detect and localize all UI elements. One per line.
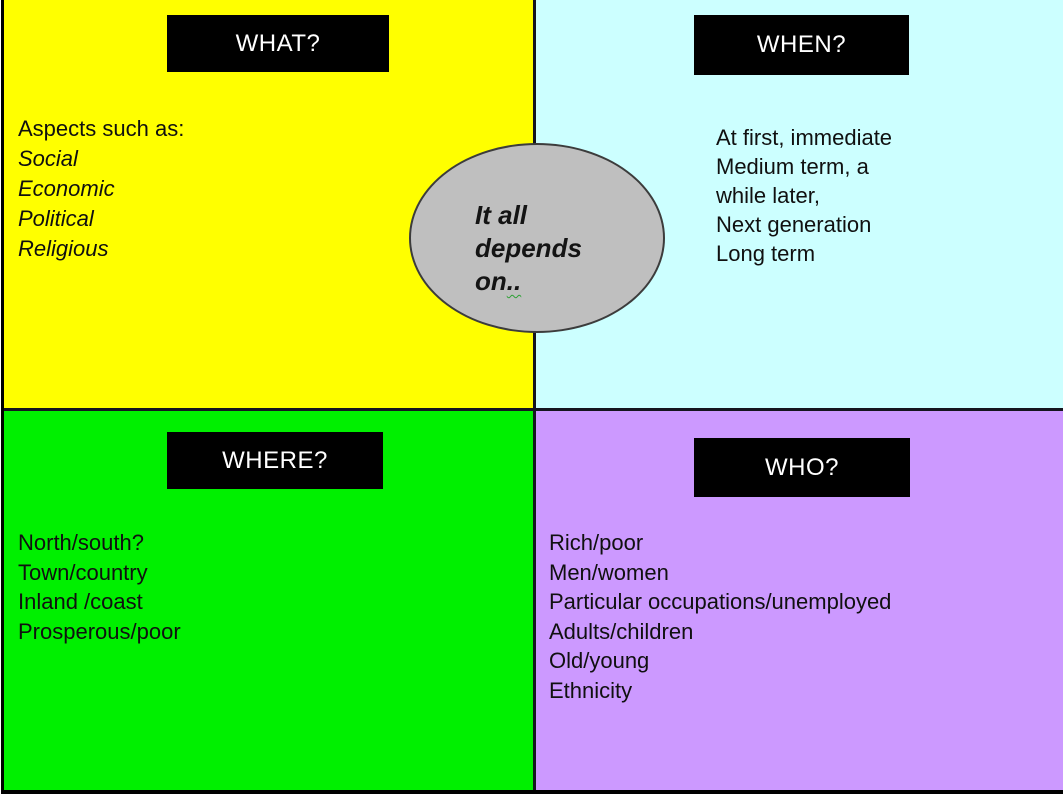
header-box-who: WHO?	[694, 438, 910, 497]
text-line: Next generation	[716, 212, 872, 237]
spellcheck-squiggle: ..	[506, 266, 522, 296]
text-line: North/south?	[18, 530, 144, 555]
text-line: Social	[18, 146, 78, 171]
header-label-what: WHAT?	[235, 29, 321, 57]
center-ellipse: It all depends on..	[409, 143, 665, 333]
when-text-block: At first, immediate Medium term, a while…	[716, 123, 892, 268]
text-line: It all	[475, 200, 528, 230]
text-line: Long term	[716, 241, 816, 266]
text-line: At first, immediate	[716, 125, 893, 150]
text-line: Rich/poor	[549, 530, 644, 555]
center-ellipse-text: It all depends on..	[411, 145, 663, 298]
text-line-word: on	[475, 266, 507, 296]
text-line: Adults/children	[549, 618, 694, 644]
header-box-when: WHEN?	[694, 15, 909, 75]
text-line: Inland /coast	[18, 589, 143, 614]
text-line: Ethnicity	[549, 677, 633, 703]
header-box-what: WHAT?	[167, 15, 389, 72]
text-line: while later,	[716, 183, 820, 208]
text-line: Old/young	[549, 648, 650, 673]
text-line: Religious	[18, 236, 109, 261]
header-label-where: WHERE?	[222, 446, 328, 474]
who-text-block: Rich/poor Men/women Particular occupatio…	[549, 528, 891, 705]
horizontal-divider	[4, 408, 1063, 411]
text-line: Town/country	[18, 559, 148, 585]
text-line: Medium term, a	[716, 154, 869, 179]
what-text-block: Aspects such as: Social Economic Politic…	[18, 114, 184, 264]
header-label-when: WHEN?	[756, 31, 847, 58]
text-line: Particular occupations/unemployed	[549, 589, 892, 614]
text-line: Economic	[18, 176, 115, 201]
text-line: on..	[475, 265, 663, 298]
text-line: Aspects such as:	[18, 116, 185, 141]
text-line: Prosperous/poor	[18, 618, 181, 644]
text-line: Men/women	[549, 559, 669, 585]
text-line: depends	[475, 233, 582, 263]
header-label-who: WHO?	[765, 453, 839, 481]
text-line: Political	[18, 206, 94, 231]
vertical-divider	[533, 0, 536, 790]
where-text-block: North/south? Town/country Inland /coast …	[18, 528, 181, 646]
header-box-where: WHERE?	[167, 432, 383, 489]
